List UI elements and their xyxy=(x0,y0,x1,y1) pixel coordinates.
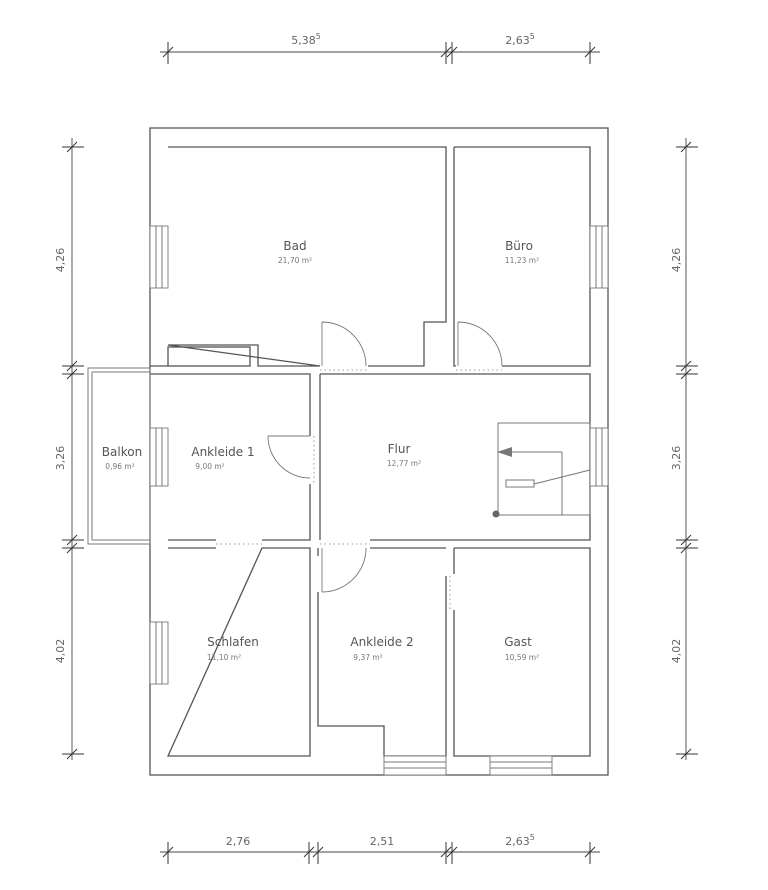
room-name-ankleide1: Ankleide 1 xyxy=(191,445,254,459)
dim-left-3: 4,02 xyxy=(54,639,67,664)
room-area-ankleide2: 9,37 m² xyxy=(353,653,382,662)
stair-hatch xyxy=(492,422,591,518)
balcony xyxy=(87,367,151,545)
dim-bottom-1: 2,76 xyxy=(226,835,251,848)
dim-bottom-3: 2,635 xyxy=(505,833,535,848)
room-area-flur: 12,77 m² xyxy=(387,459,421,468)
windows xyxy=(149,225,609,776)
dim-right-2: 3,26 xyxy=(670,446,683,471)
room-name-flur: Flur xyxy=(388,442,411,456)
room-area-gast: 10,59 m² xyxy=(505,653,539,662)
room-area-schlafen: 11,10 m² xyxy=(207,653,241,662)
dim-top-2: 2,635 xyxy=(505,32,535,47)
dim-left-2: 3,26 xyxy=(54,446,67,471)
dim-top-1: 5,385 xyxy=(291,32,321,47)
dim-left-1: 4,26 xyxy=(54,248,67,273)
room-name-ankleide2: Ankleide 2 xyxy=(350,635,413,649)
room-name-balkon: Balkon xyxy=(102,445,142,459)
dimension-lines xyxy=(62,42,698,864)
room-name-schlafen: Schlafen xyxy=(207,635,259,649)
room-name-gast: Gast xyxy=(504,635,532,649)
room-area-ankleide1: 9,00 m² xyxy=(195,462,224,471)
doors xyxy=(216,321,503,610)
dim-right-1: 4,26 xyxy=(670,248,683,273)
room-area-bad: 21,70 m² xyxy=(278,256,312,265)
room-area-buero: 11,23 m² xyxy=(505,256,539,265)
dim-bottom-2: 2,51 xyxy=(370,835,395,848)
dim-right-3: 4,02 xyxy=(670,639,683,664)
room-name-bad: Bad xyxy=(283,239,306,253)
room-name-buero: Büro xyxy=(505,239,533,253)
room-area-balkon: 0,96 m² xyxy=(105,462,134,471)
inner-walls xyxy=(150,146,591,757)
